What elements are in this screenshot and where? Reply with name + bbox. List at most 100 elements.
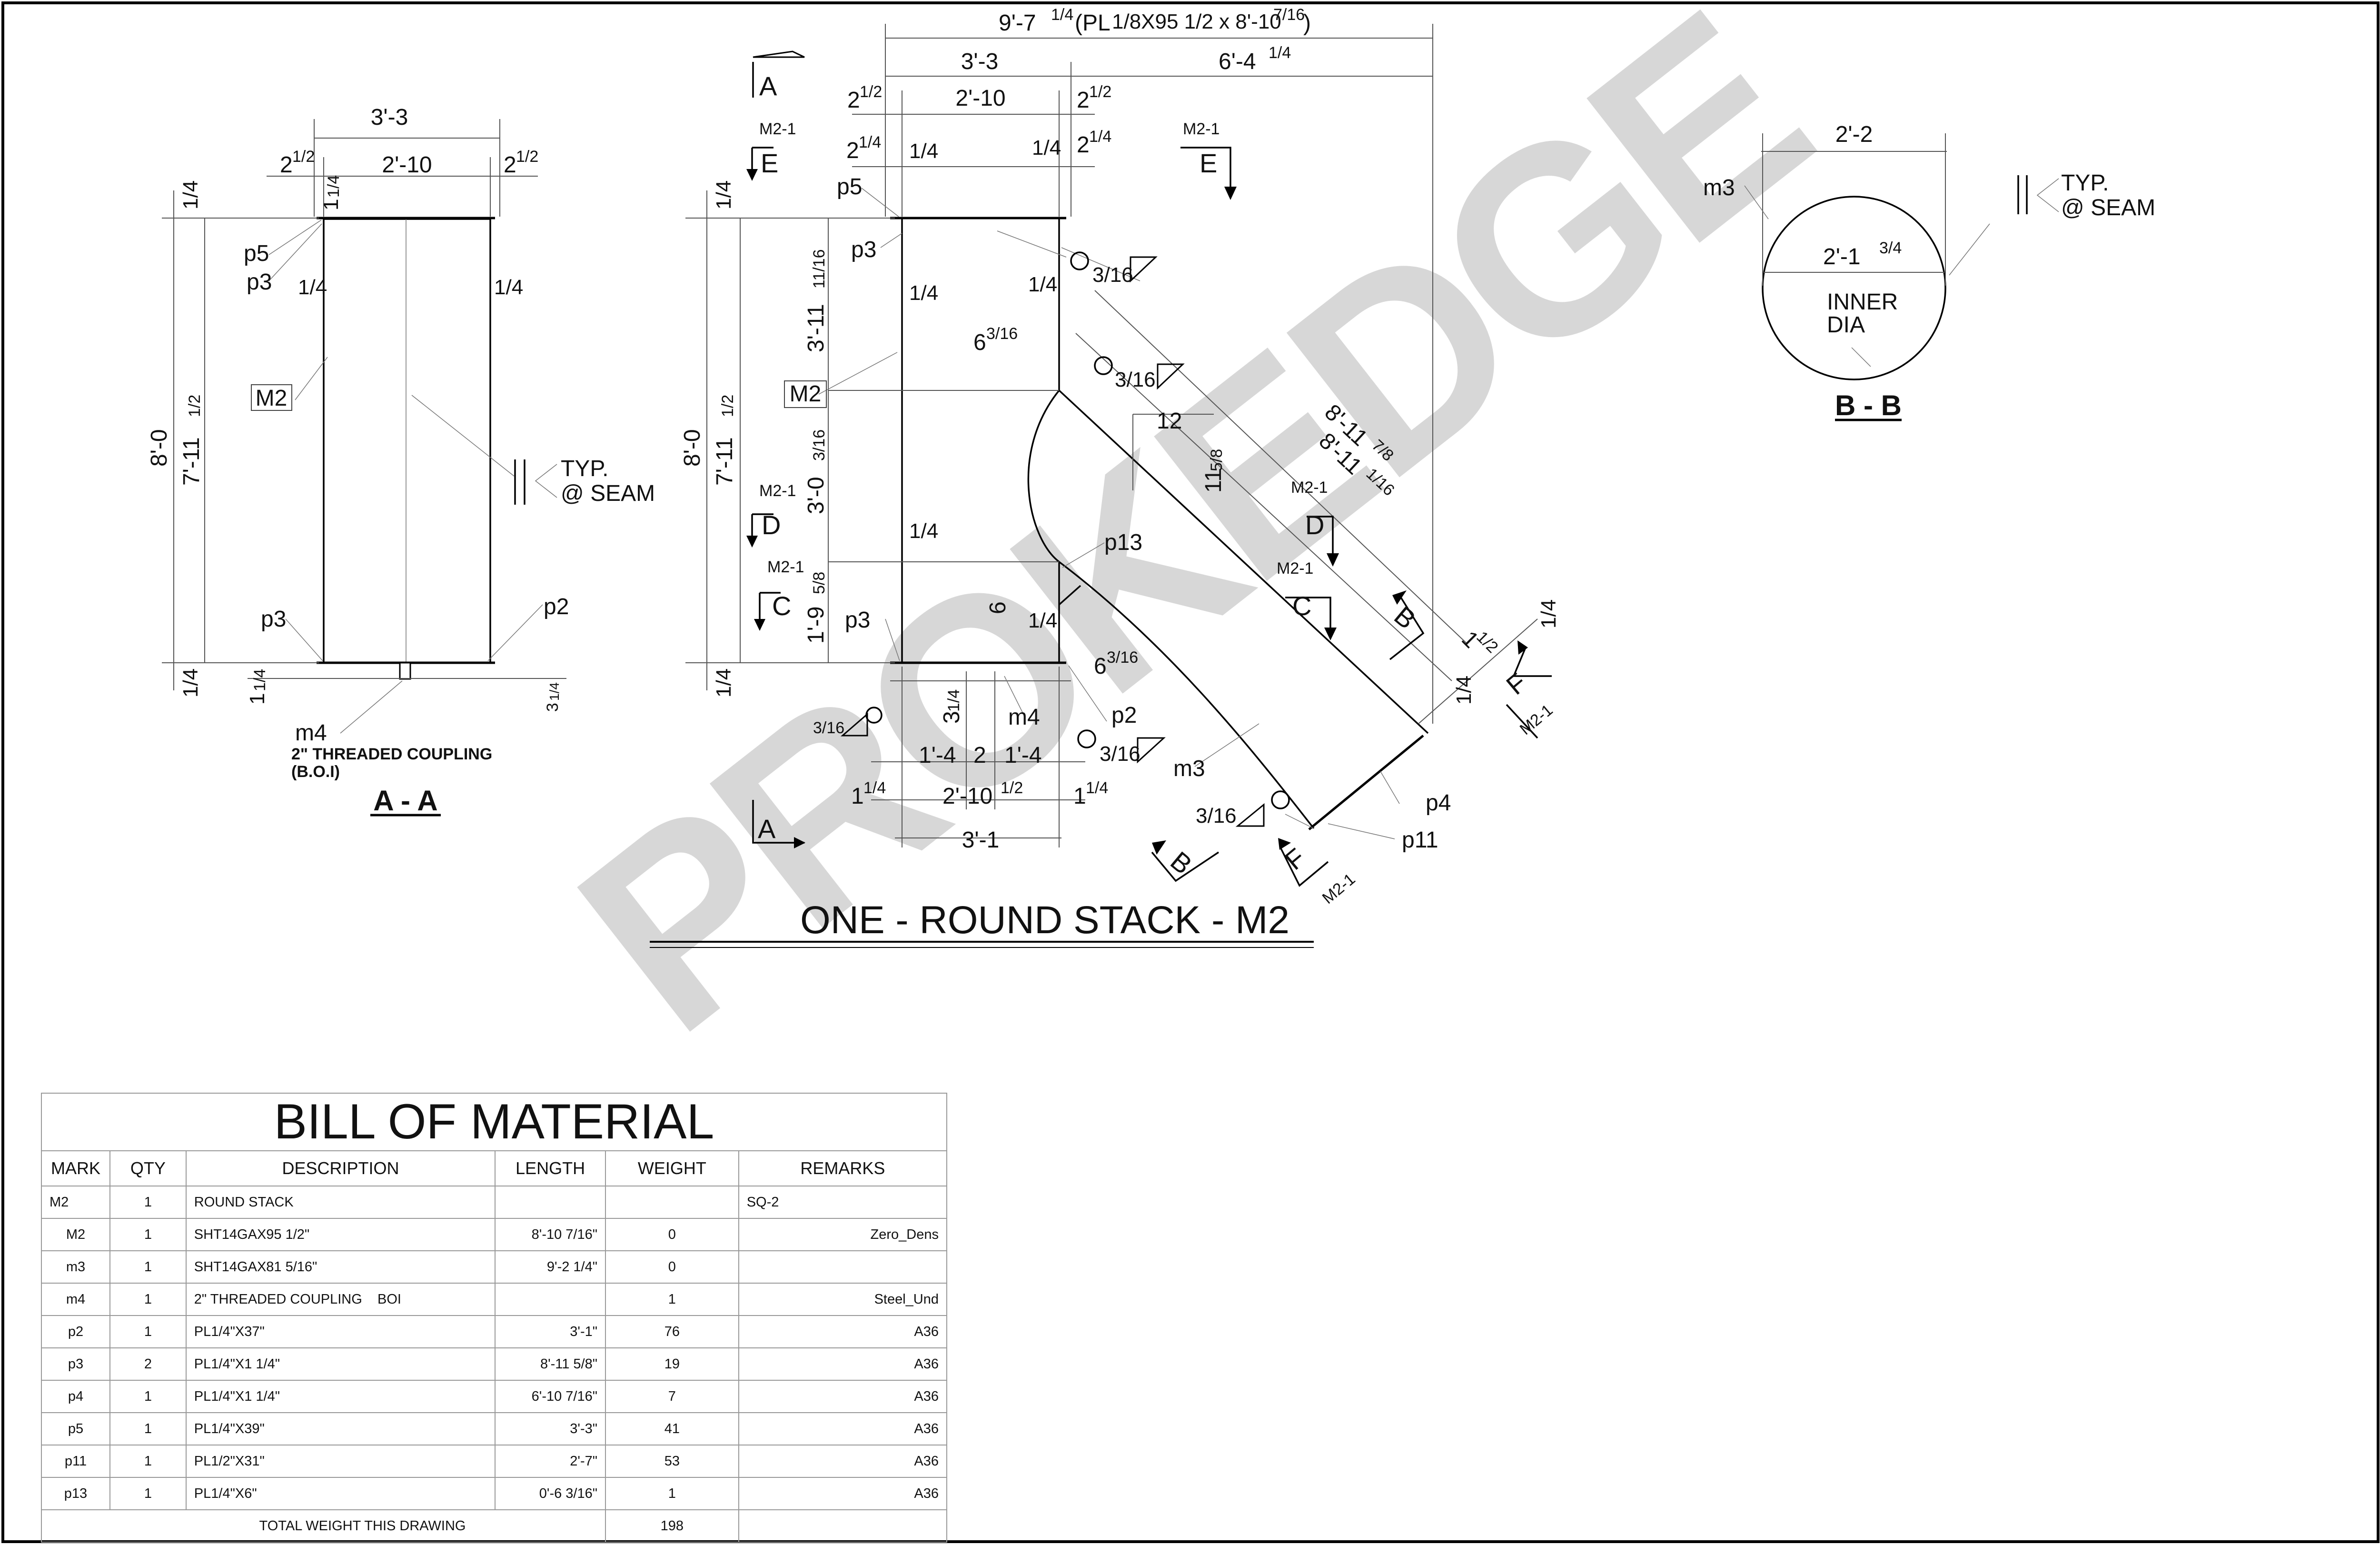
bom-remarks: A36 [738, 1315, 948, 1348]
aa-dim-bottom-quarter: 1/4 [179, 668, 202, 698]
bom-length: 3'-1" [495, 1315, 606, 1348]
bb-note-2: DIA [1827, 312, 1865, 338]
bom-row: p13 1 PL1/4"X6" 0'-6 3/16" 1 A36 [41, 1477, 948, 1510]
aa-dim-top-gap-frac: 1/4 [325, 175, 343, 198]
main-section-ref-2: M2-1 [1183, 120, 1220, 138]
main-dim-h-inner-frac: 1/2 [719, 395, 737, 417]
main-dim-slope-run: 12 [1157, 409, 1182, 434]
section-aa-label: A - A [373, 785, 438, 817]
aa-dim-right-half: 1/2 [516, 148, 538, 166]
bom-weight: 7 [605, 1380, 739, 1413]
aa-dim-right-offset: 2 [504, 152, 516, 178]
aa-mark-m2: M2 [256, 386, 288, 411]
bom-row: M2 1 ROUND STACK SQ-2 [41, 1186, 948, 1219]
main-dim-overall: 9'-7 [999, 10, 1036, 36]
main-section-c-left: C [772, 591, 791, 621]
bom-col-remarks: REMARKS [738, 1150, 948, 1186]
bom-mark: p11 [41, 1445, 110, 1478]
bom-qty: 1 [109, 1250, 187, 1284]
main-mark-p2: p2 [1111, 703, 1137, 728]
aa-dim-height-total: 8'-0 [147, 429, 172, 467]
bb-note-typ: TYP. [2061, 170, 2109, 196]
bom-length [495, 1186, 606, 1219]
bom-total-empty [738, 1509, 948, 1543]
bom-remarks: A36 [738, 1347, 948, 1381]
main-dim-off-21r: 2 [1077, 132, 1090, 158]
main-dim-off-2-half: 1/2 [860, 83, 882, 101]
bom-col-length: LENGTH [495, 1150, 606, 1186]
main-dim-width-6-4: 6'-4 [1219, 49, 1256, 74]
main-dim-close-paren: ) [1303, 10, 1311, 36]
drawing-title: ONE - ROUND STACK - M2 [800, 898, 1289, 942]
main-mark-p5: p5 [837, 174, 862, 199]
bom-total-row: TOTAL WEIGHT THIS DRAWING 198 [40, 1509, 948, 1543]
bom-length: 0'-6 3/16" [495, 1477, 606, 1510]
aa-dim-left-offset: 2 [280, 152, 293, 178]
aa-dim-left-half: 1/2 [292, 148, 315, 166]
main-dim-inner-q4: 1/4 [1028, 273, 1057, 296]
main-section-ref-3: M2-1 [759, 482, 796, 500]
bom-description: PL1/4"X6" [185, 1477, 496, 1510]
main-dim-b-3-1: 3'-1 [962, 827, 1000, 853]
main-section-ref-5: M2-1 [767, 558, 804, 576]
bom-weight: 41 [605, 1412, 739, 1445]
main-dim-h-3-11-frac: 11/16 [810, 249, 828, 289]
bom-qty: 1 [109, 1283, 187, 1316]
bom-row: m3 1 SHT14GAX81 5/16" 9'-2 1/4" 0 [41, 1250, 948, 1284]
bb-dim-inner: 2'-1 [1823, 244, 1861, 269]
main-mark-m4: m4 [1008, 705, 1040, 730]
main-weld-4: 3/16 [1100, 742, 1140, 766]
main-dim-h-1-9: 1'-9 [803, 606, 829, 644]
main-section-ref-8: M2-1 [1517, 701, 1557, 738]
main-section-d-left: D [762, 510, 781, 540]
main-mark-p3b: p3 [845, 608, 870, 633]
bom-description: SHT14GAX81 5/16" [185, 1250, 496, 1284]
main-section-ref-6: M2-1 [1277, 559, 1313, 578]
main-section-c-right: C [1292, 591, 1311, 621]
main-mark-m3: m3 [1173, 756, 1205, 781]
bom-row: p11 1 PL1/2"X31" 2'-7" 53 A36 [41, 1445, 948, 1478]
main-dim-off-21: 2 [846, 138, 859, 163]
bom-row: M2 1 SHT14GAX95 1/2" 8'-10 7/16" 0 Zero_… [41, 1218, 948, 1251]
bom-qty: 1 [109, 1477, 187, 1510]
bom-qty: 1 [109, 1445, 187, 1478]
bom-length: 8'-10 7/16" [495, 1218, 606, 1251]
aa-dim-bottom-left-frac: 1/4 [251, 669, 269, 691]
main-section-b-right: B [1388, 600, 1421, 635]
main-dim-b-1-1-frac: 1/4 [863, 779, 886, 797]
aa-dim-top-gap: 1 [319, 199, 343, 210]
bom-length: 3'-3" [495, 1412, 606, 1445]
bom-length: 2'-7" [495, 1445, 606, 1478]
main-mark-p11: p11 [1402, 827, 1438, 853]
bom-description: 2" THREADED COUPLING BOI [185, 1283, 496, 1316]
bom-length: 9'-2 1/4" [495, 1250, 606, 1284]
section-bb-label: B - B [1835, 389, 1902, 421]
bom-remarks: A36 [738, 1412, 948, 1445]
main-dim-width-3-3: 3'-3 [961, 49, 999, 74]
main-dim-b-1-1: 1 [851, 784, 864, 809]
main-dim-off-2r: 2 [1077, 88, 1090, 113]
main-weld-5: 3/16 [1196, 804, 1237, 827]
main-section-e-right: E [1200, 148, 1217, 178]
bom-row: p2 1 PL1/4"X37" 3'-1" 76 A36 [41, 1315, 948, 1348]
main-dim-6-3: 6 [973, 330, 986, 355]
main-dim-slope-rise: 11 [1201, 469, 1226, 493]
aa-dim-bottom-right: 3 [544, 703, 562, 712]
bom-qty: 1 [109, 1380, 187, 1413]
main-dim-6-3-frac: 3/16 [986, 325, 1018, 343]
bom-qty: 1 [109, 1412, 187, 1445]
main-dim-h-1-9-frac: 5/8 [810, 572, 828, 594]
main-dim-off-2r-half: 1/2 [1089, 83, 1111, 101]
main-dim-off-21-frac: 1/4 [859, 133, 881, 151]
aa-dim-top-quarter: 1/4 [179, 180, 202, 209]
aa-mark-p5: p5 [244, 241, 269, 266]
aa-mark-m4: m4 [295, 720, 327, 746]
main-dim-6: 6 [985, 601, 1011, 614]
aa-coupling-note: 2" THREADED COUPLING [291, 745, 492, 763]
bom-weight: 19 [605, 1347, 739, 1381]
main-dim-h-total: 8'-0 [680, 429, 705, 467]
main-dim-width-6-4-frac: 1/4 [1269, 44, 1291, 62]
bb-mark-m3: m3 [1703, 175, 1735, 200]
